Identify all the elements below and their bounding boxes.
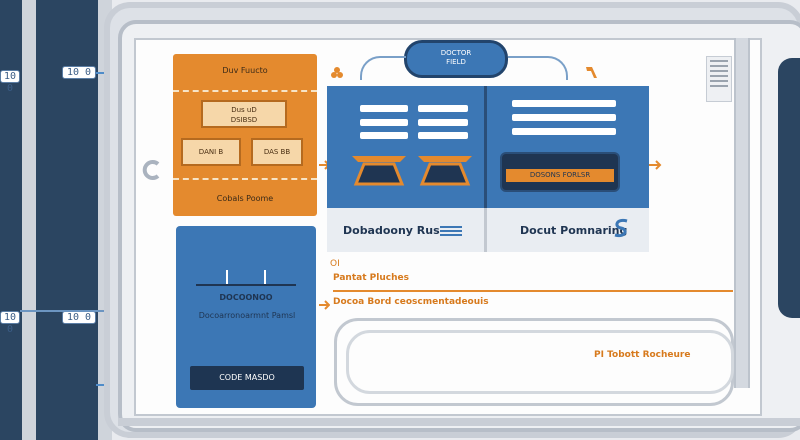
blue-panel-footer-mid bbox=[484, 208, 487, 252]
list-bar bbox=[418, 119, 468, 126]
list-bar bbox=[360, 105, 408, 112]
blue-panel-divider bbox=[484, 86, 487, 252]
lower-card-title: DOCOONOO bbox=[219, 293, 273, 302]
rail-tag: 10 0 bbox=[62, 311, 96, 324]
rail-tag: 10 0 bbox=[0, 70, 20, 94]
bottom-frame-strip bbox=[118, 418, 800, 426]
orange-card-footer: Cobals Poome bbox=[216, 194, 274, 203]
list-bar bbox=[360, 119, 408, 126]
curve-connector-left bbox=[360, 56, 406, 80]
list-bar bbox=[512, 100, 616, 107]
arrow-right-icon bbox=[648, 156, 662, 170]
orange-card-title: Duv Fuucto bbox=[222, 66, 268, 75]
mid-arrow-icon bbox=[318, 296, 331, 310]
list-bar bbox=[418, 132, 468, 139]
lower-card-rule bbox=[196, 284, 296, 286]
lower-card-subtitle: Docoarronoarmnt Pamsl bbox=[198, 311, 296, 320]
top-pill-label: DOCTOR FIELD bbox=[440, 49, 472, 66]
blue-panel-footer-bg bbox=[327, 208, 649, 252]
vent-icon bbox=[706, 56, 732, 102]
mid-small-label: OI bbox=[330, 259, 340, 269]
rail-tag: 10 0 bbox=[62, 66, 96, 79]
curve-connector-right bbox=[508, 56, 568, 80]
tray-icon bbox=[348, 148, 410, 194]
right-footer-label: Docut Pomnaring bbox=[520, 224, 628, 237]
left-footer-label: Dobadoony Rus bbox=[343, 224, 440, 237]
lower-track-inner bbox=[346, 330, 734, 394]
right-pillar bbox=[734, 38, 750, 388]
list-bar bbox=[512, 114, 616, 121]
list-bar bbox=[418, 105, 468, 112]
orange-box-left: DANI B bbox=[181, 138, 241, 166]
top-pill-badge: DOCTOR FIELD bbox=[404, 40, 508, 78]
dots-icon bbox=[330, 64, 344, 78]
right-dark-block bbox=[778, 58, 800, 318]
rail-tag: 10 0 bbox=[0, 311, 20, 335]
orange-box-top: Dus uD DSIBSD bbox=[201, 100, 287, 128]
orange-box-right: DAS BB bbox=[251, 138, 303, 166]
list-bar bbox=[512, 128, 616, 135]
wrench-icon bbox=[584, 64, 600, 80]
mid-label-2: Docoa Bord ceoscmentadeouis bbox=[333, 297, 489, 307]
menu-lines-icon bbox=[438, 222, 464, 236]
bottom-right-label: PI Tobott Rocheure bbox=[594, 350, 691, 360]
mid-label-1: Pantat Pluches bbox=[333, 273, 409, 283]
left-rail-outer bbox=[0, 0, 22, 440]
mid-orange-line bbox=[333, 290, 733, 292]
connector-line bbox=[20, 310, 170, 312]
code-button[interactable]: CODE MASDO bbox=[190, 366, 304, 390]
orange-divider-lower bbox=[173, 178, 317, 180]
orange-box-top-label: Dus uD DSIBSD bbox=[230, 106, 258, 124]
list-bar bbox=[360, 132, 408, 139]
tray-icon bbox=[414, 148, 476, 194]
left-rail-divider bbox=[22, 0, 36, 440]
s-curve-icon bbox=[612, 218, 630, 238]
highlight-field-label: DOSONS FORLSR bbox=[506, 169, 614, 182]
hook-icon bbox=[140, 160, 162, 180]
orange-divider bbox=[173, 90, 317, 92]
orange-card bbox=[173, 54, 317, 216]
